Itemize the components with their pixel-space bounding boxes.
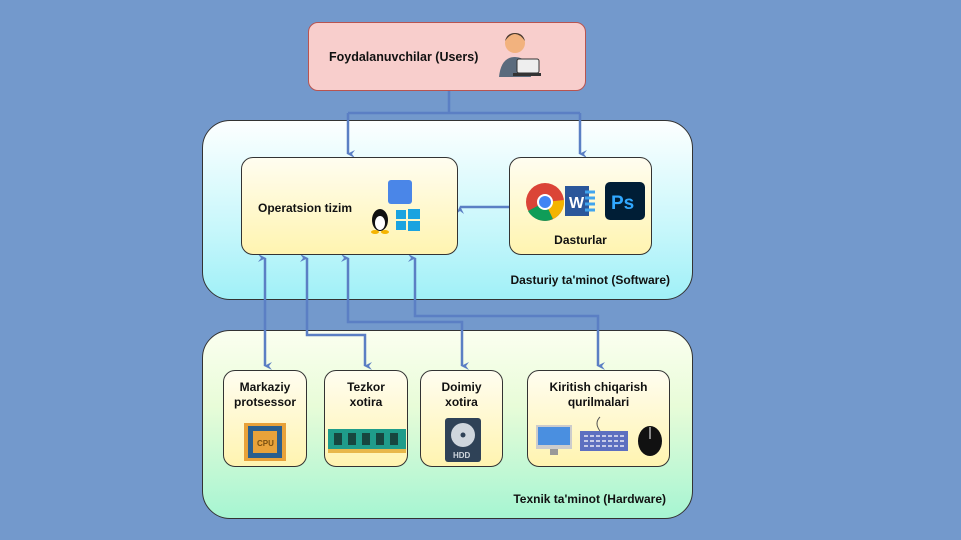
ram-icon <box>328 429 406 453</box>
linux-icon <box>371 209 389 234</box>
os-box: Operatsion tizim <box>241 157 458 255</box>
windows-icon <box>396 209 420 231</box>
io-icons <box>536 416 662 456</box>
photoshop-icon: Ps <box>605 182 645 220</box>
hdd-label: Doimiy xotira <box>441 380 482 409</box>
os-icons <box>371 180 420 234</box>
io-box: Kiritish chiqarish qurilmalari <box>527 370 670 467</box>
ram-box: Tezkor xotira <box>324 370 408 467</box>
ram-label: Tezkor xotira <box>347 380 385 409</box>
cpu-label: Markaziy protsessor <box>233 380 297 409</box>
chrome-icon <box>526 183 565 221</box>
monitor-icon <box>536 425 572 455</box>
io-label: Kiritish chiqarish qurilmalari <box>549 380 648 409</box>
keyboard-icon <box>580 416 628 451</box>
cpu-icon: CPU <box>244 423 286 461</box>
arrow-os-ram <box>300 254 372 370</box>
program-icons: W Ps <box>526 182 645 221</box>
arrow-os-io <box>408 254 605 370</box>
programs-label: Dasturlar <box>554 233 607 247</box>
users-label: Foydalanuvchilar (Users) <box>329 50 479 64</box>
svg-text:Ps: Ps <box>611 193 634 214</box>
hdd-box: Doimiy xotira HDD <box>420 370 503 467</box>
svg-text:W: W <box>569 195 585 212</box>
user-laptop-icon <box>499 33 541 77</box>
mouse-icon <box>638 426 662 456</box>
svg-text:HDD: HDD <box>453 451 471 460</box>
macos-finder-icon <box>388 180 412 204</box>
users-connector <box>348 91 580 115</box>
cpu-box: Markaziy protsessor CPU <box>223 370 307 467</box>
users-box: Foydalanuvchilar (Users) <box>308 22 586 91</box>
svg-text:CPU: CPU <box>257 439 274 448</box>
programs-box: W Ps Dasturlar <box>509 157 652 255</box>
hdd-icon: HDD <box>445 418 481 462</box>
hardware-label: Texnik ta'minot (Hardware) <box>513 492 666 506</box>
os-label: Operatsion tizim <box>258 201 353 215</box>
word-icon: W <box>565 186 595 216</box>
